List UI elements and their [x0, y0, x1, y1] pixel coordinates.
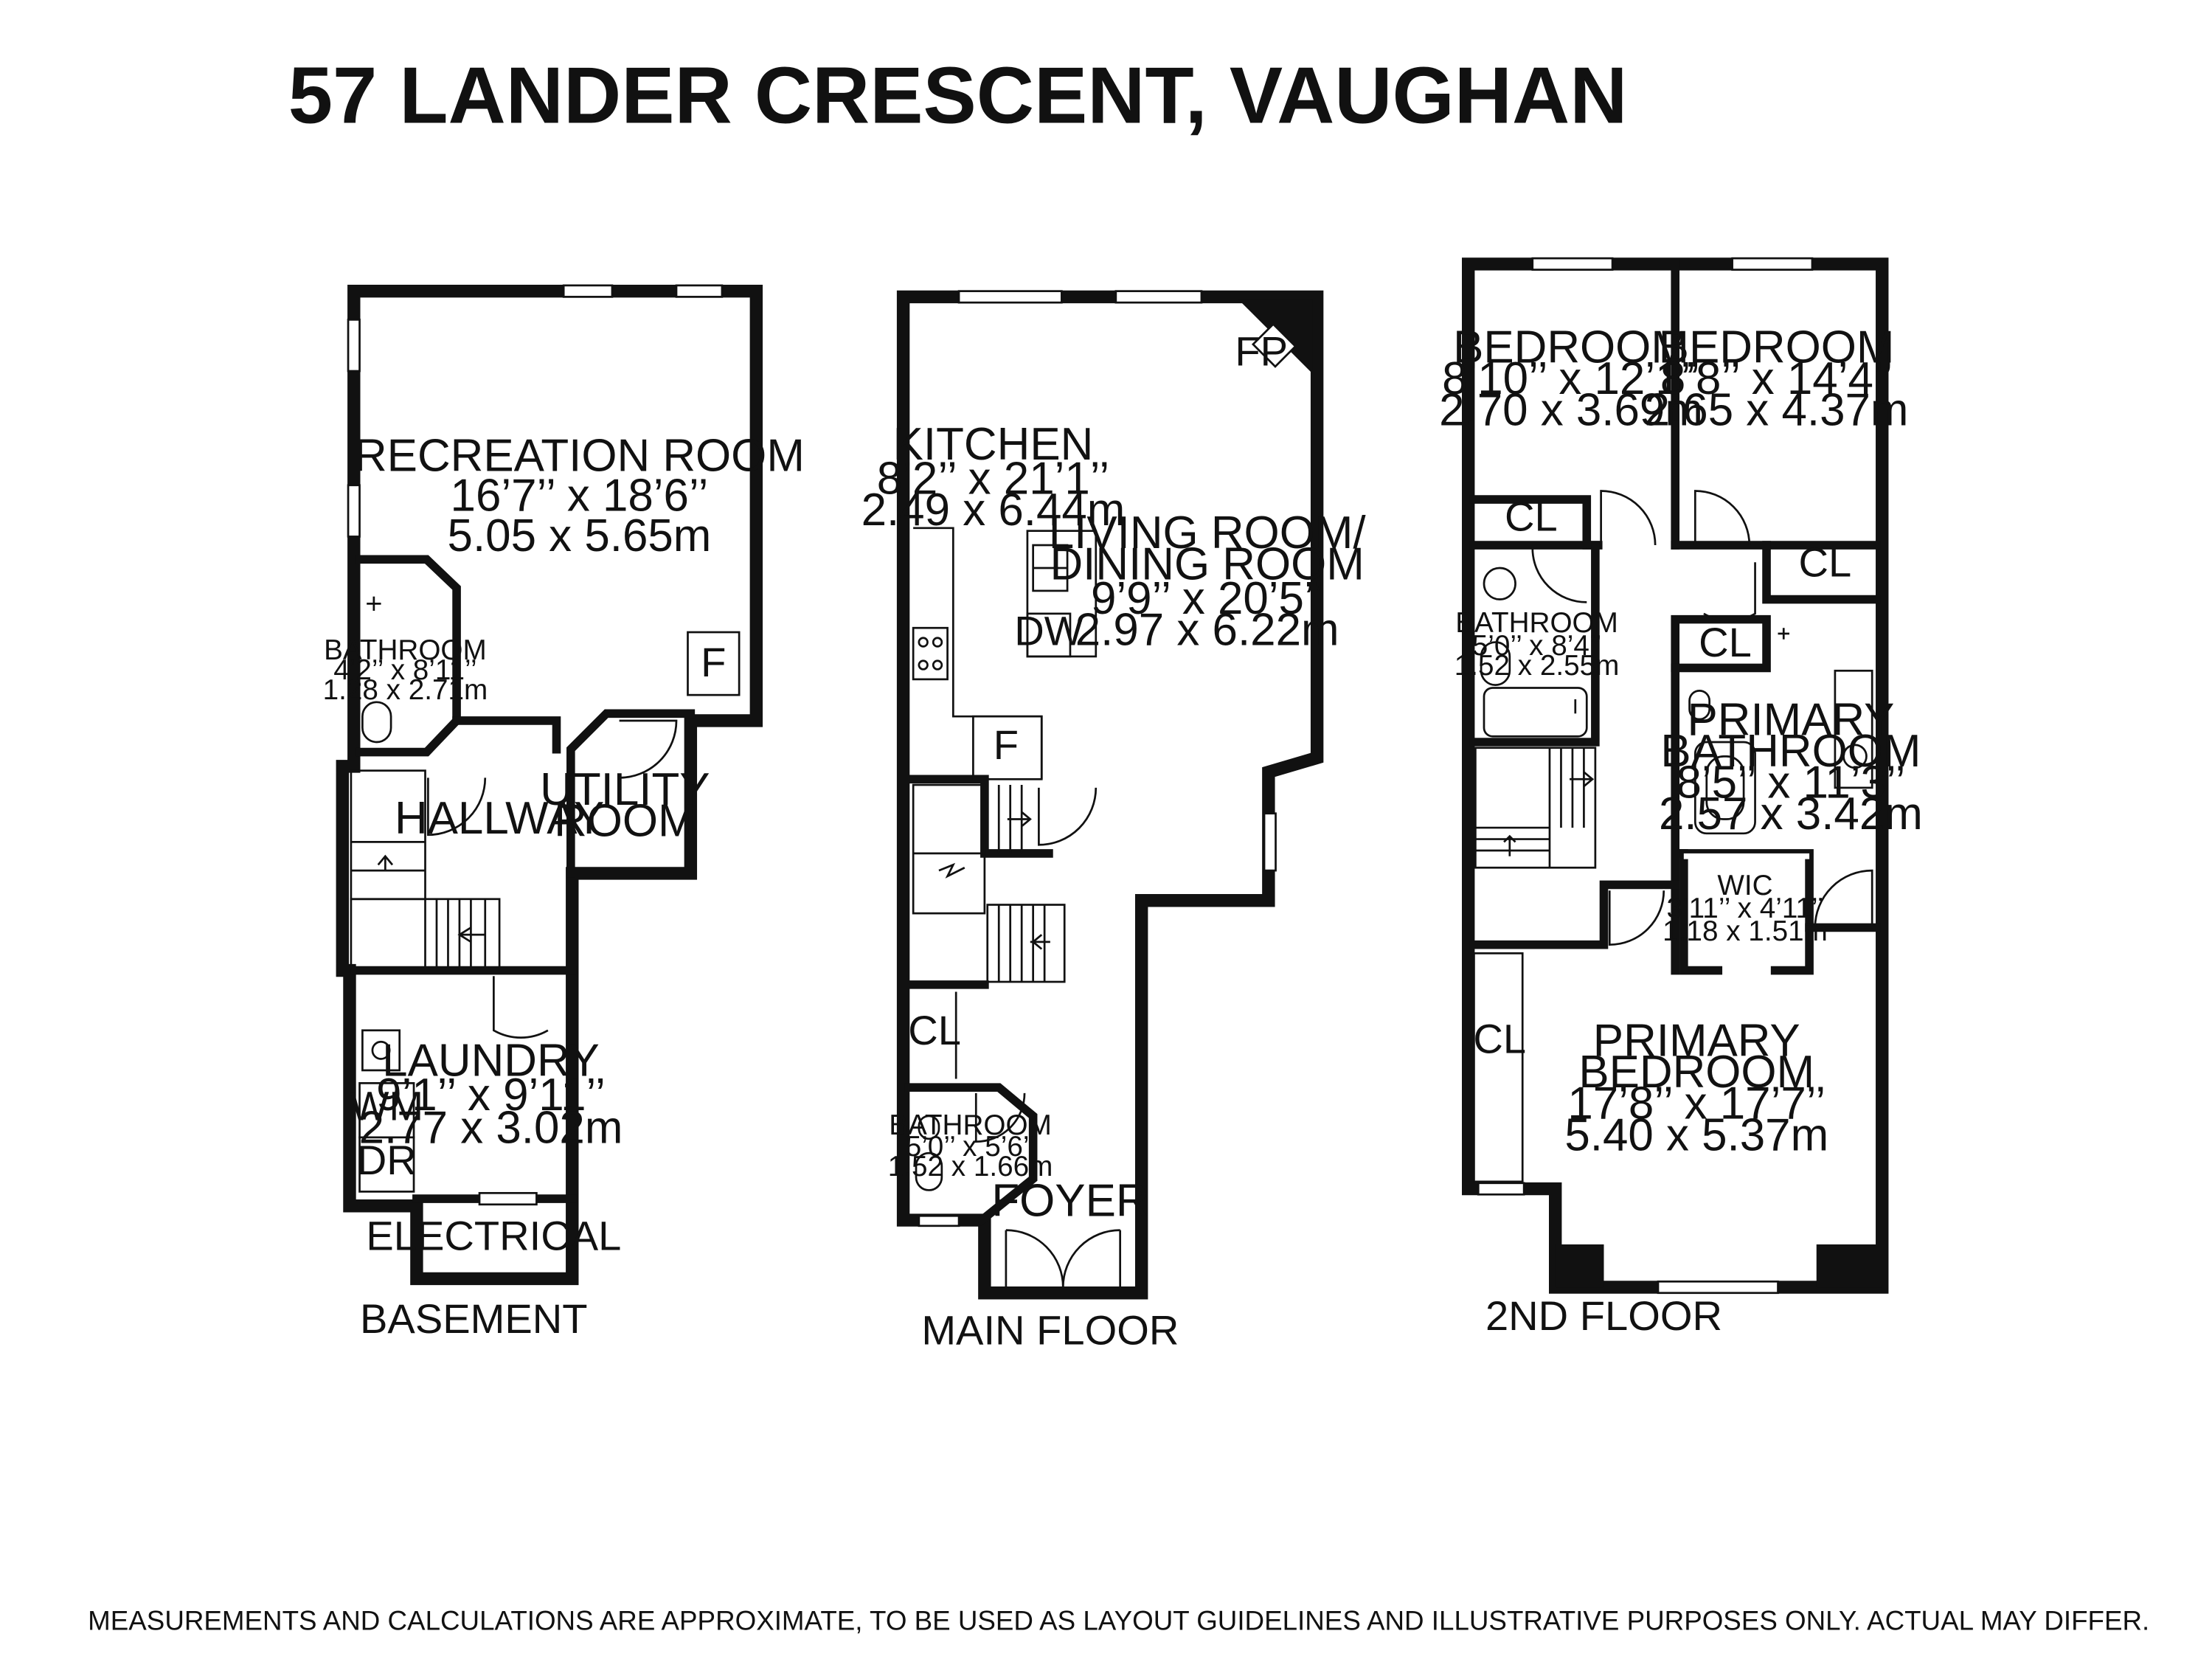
- second-floor-label: 2ND FLOOR: [1485, 1292, 1722, 1339]
- living-room-label-1: LIVING ROOM/: [1049, 508, 1367, 558]
- main-closet-label: CL: [908, 1007, 961, 1053]
- main-floor-label: MAIN FLOOR: [921, 1306, 1179, 1353]
- living-room-metric: 2.97 x 6.22m: [1075, 604, 1339, 655]
- basement-labels: RECREATION ROOM 16’7’’ x 18’6’’ 5.05 x 5…: [323, 430, 805, 1341]
- washer-label: WM: [350, 1083, 423, 1129]
- utility-room-label-1: UTILITY: [540, 764, 710, 815]
- main-bathroom-imperial: 5’0’’ x 5’6’’: [906, 1131, 1036, 1163]
- main-bathroom-label: BATHROOM: [889, 1109, 1052, 1141]
- primary-bathroom-label-2: BATHROOM: [1660, 726, 1921, 777]
- recreation-room-imperial: 16’7’’ x 18’6’’: [451, 471, 709, 522]
- basement-fixtures: [347, 284, 741, 1206]
- basement-bathroom-metric: 1.28 x 2.71m: [323, 674, 488, 706]
- primary-bathroom-metric: 2.57 x 3.42m: [1659, 789, 1923, 839]
- laundry-metric: 2.77 x 3.02m: [359, 1103, 623, 1154]
- utility-room-label-2: ROOM: [554, 796, 696, 847]
- bedroom-1-label: BEDROOM: [1453, 322, 1689, 373]
- dryer-label: DR: [357, 1137, 417, 1183]
- dishwasher-label: DW: [1014, 607, 1084, 654]
- laundry-label: LAUNDRY: [382, 1036, 600, 1087]
- primary-closet-label: CL: [1473, 1016, 1526, 1062]
- main-floor-labels: KITCHEN 8’2’’ x 21’1’’ 2.49 x 6.44m LIVI…: [861, 328, 1367, 1353]
- wic-metric: 1.18 x 1.51m: [1663, 915, 1828, 947]
- recreation-room-label: RECREATION ROOM: [354, 430, 805, 481]
- primary-bedroom-metric: 5.40 x 5.37m: [1564, 1109, 1828, 1160]
- bedroom-2-closet-label: CL: [1798, 539, 1851, 586]
- primary-bedroom-label-1: PRIMARY: [1593, 1016, 1800, 1067]
- recreation-room-metric: 5.05 x 5.65m: [448, 510, 712, 561]
- main-floor-fixtures: [912, 290, 1297, 1288]
- kitchen-metric: 2.49 x 6.44m: [861, 485, 1126, 536]
- linen-closet-label: CL: [1699, 619, 1752, 665]
- foyer-label: FOYER: [991, 1175, 1148, 1226]
- basement-bathroom-label: BATHROOM: [324, 634, 487, 666]
- electrical-label: ELECTRICAL: [366, 1213, 621, 1259]
- bedroom-2-metric: 2.65 x 4.37m: [1645, 385, 1909, 436]
- kitchen-imperial: 8’2’’ x 21’1’’: [877, 453, 1109, 504]
- second-floor-fixtures: [1473, 257, 1873, 1295]
- hallway-label: HALLWAY: [395, 793, 604, 844]
- bedroom-1-imperial: 8’10’’ x 12’1’’: [1442, 353, 1700, 404]
- disclaimer: MEASUREMENTS AND CALCULATIONS ARE APPROX…: [88, 1605, 2149, 1635]
- bedroom-2-imperial: 8’8’’ x 14’4’’: [1660, 353, 1893, 404]
- second-bathroom-metric: 1.52 x 2.55m: [1455, 650, 1620, 682]
- kitchen-label: KITCHEN: [893, 419, 1094, 470]
- property-title: 57 LANDER CRESCENT, VAUGHAN: [288, 50, 1628, 139]
- second-bathroom-imperial: 5’0’’ x 8’4’’: [1472, 630, 1602, 662]
- primary-bedroom-label-2: BEDROOM: [1578, 1047, 1814, 1098]
- fridge-label: F: [994, 721, 1019, 768]
- wic-imperial: 3’11’’ x 4’11’’: [1667, 893, 1824, 924]
- fireplace-label: FP: [1235, 328, 1288, 374]
- living-room-imperial: 9’9’’ x 20’5’’: [1091, 573, 1323, 624]
- primary-bathroom-label-1: PRIMARY: [1687, 694, 1894, 745]
- bedroom-1-metric: 2.70 x 3.69m: [1439, 385, 1703, 436]
- laundry-imperial: 9’1’’ x 9’11’’: [376, 1070, 606, 1121]
- second-floor-labels: BEDROOM 8’10’’ x 12’1’’ 2.70 x 3.69m BED…: [1439, 322, 1923, 1339]
- primary-bathroom-imperial: 8’5’’ x 11’3’’: [1677, 757, 1906, 808]
- bedroom-1-closet-label: CL: [1505, 493, 1558, 540]
- wic-label: WIC: [1717, 870, 1772, 901]
- bedroom-2-label: BEDROOM: [1659, 322, 1895, 373]
- basement-furnace-label: F: [701, 639, 726, 685]
- second-floor-plan: [1461, 257, 1889, 1294]
- main-bathroom-metric: 1.52 x 1.66m: [888, 1151, 1053, 1182]
- basement-floor-label: BASEMENT: [360, 1295, 588, 1342]
- living-room-label-2: DINING ROOM: [1050, 538, 1364, 589]
- primary-bedroom-imperial: 17’8’’ x 17’7’’: [1567, 1078, 1826, 1129]
- basement-bathroom-imperial: 4’2’’ x 8’11’’: [333, 654, 476, 686]
- second-bathroom-label: BATHROOM: [1455, 607, 1618, 639]
